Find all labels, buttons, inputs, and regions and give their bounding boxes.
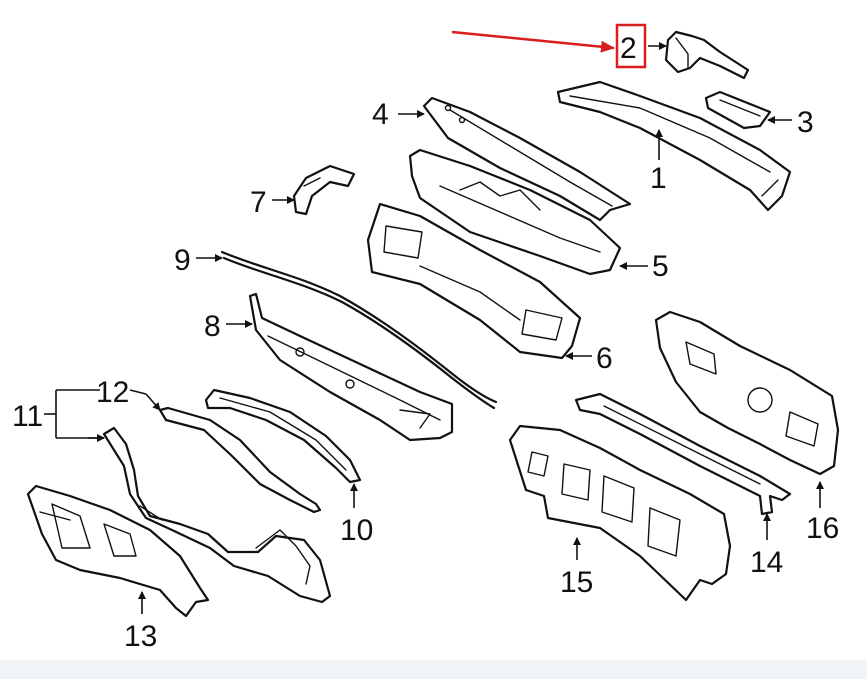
part-12-dash-bracket [158,406,322,514]
part-1-cowl-top-panel [556,80,792,212]
callout-15: 15 [560,566,593,599]
part-14-cross-member [574,392,792,516]
part-4-upper-cowl-panel [422,96,632,222]
callout-12: 12 [96,376,129,409]
callout-2: 2 [620,32,637,65]
callout-7: 7 [250,186,267,219]
parts-diagram: 1 2 3 4 5 6 7 8 9 10 11 12 13 14 15 16 [12,23,840,653]
part-5-cowl-vent-panel [408,148,622,276]
callout-8: 8 [204,310,221,343]
part-6-dash-panel [366,202,582,360]
part-10-reinforcement [204,388,362,484]
highlight-arrow [451,30,615,53]
part-15-dash-insulator [508,424,732,602]
part-13-insulator [26,484,210,618]
part-9-seal-strip [220,250,498,410]
part-7-bracket [292,164,356,216]
highlight-box [615,23,647,69]
callout-4: 4 [372,98,389,131]
callout-14: 14 [750,546,783,579]
callout-10: 10 [340,514,373,547]
part-3-insulator-block [704,90,772,130]
parts-diagram-svg: 1 2 3 4 5 6 7 8 9 10 11 12 13 14 15 16 [12,23,840,653]
part-16-insulator [654,310,840,476]
callout-labels: 1 2 3 4 5 6 7 8 9 10 11 12 13 14 15 16 [12,32,839,653]
part-2-bracket [664,30,750,80]
part-8-lower-cowl-panel [248,292,454,442]
callout-5: 5 [652,250,669,283]
callout-3: 3 [797,106,814,139]
callout-9: 9 [174,244,191,277]
part-11-dash-panel-lower [102,426,332,604]
callout-13: 13 [124,620,157,653]
callout-16: 16 [806,512,839,545]
callout-6: 6 [596,342,613,375]
leader-lines [44,42,824,614]
callout-1: 1 [650,162,667,195]
bottom-bar [0,660,867,679]
callout-11: 11 [12,400,43,433]
